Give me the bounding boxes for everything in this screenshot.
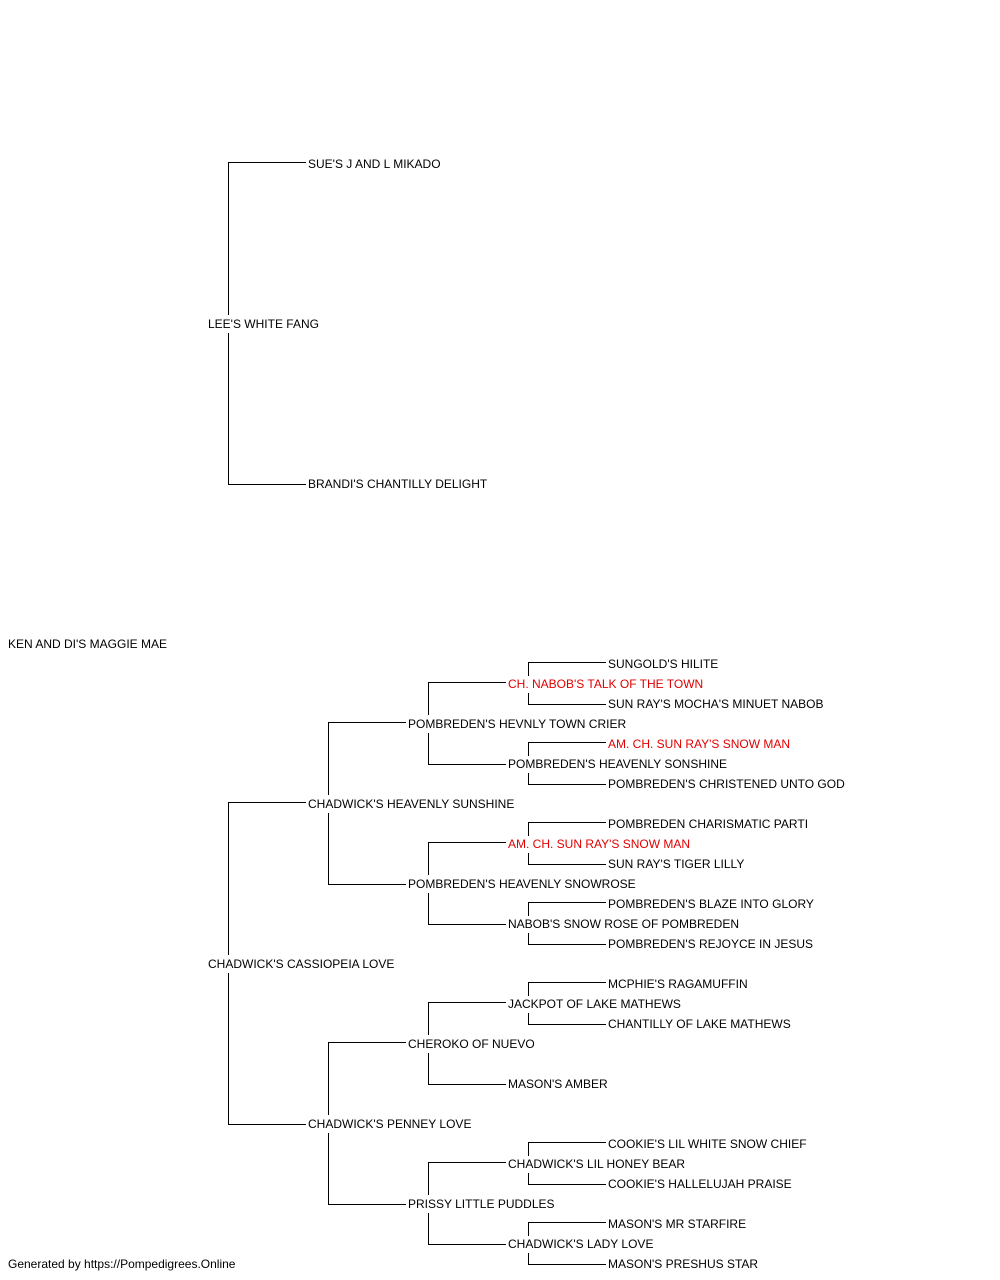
connector-line bbox=[528, 982, 529, 996]
connector-line bbox=[328, 1133, 329, 1205]
connector-line bbox=[228, 162, 306, 163]
connector-line bbox=[528, 662, 606, 663]
connector-line bbox=[228, 333, 229, 485]
dam-sire-name: CHADWICK'S HEAVENLY SUNSHINE bbox=[308, 797, 515, 811]
ancestor-name: MASON'S MR STARFIRE bbox=[608, 1217, 747, 1231]
connector-line bbox=[328, 813, 329, 885]
sire-dam-name: BRANDI'S CHANTILLY DELIGHT bbox=[308, 477, 488, 491]
connector-line bbox=[428, 682, 429, 715]
ancestor-name: SUN RAY'S TIGER LILLY bbox=[608, 857, 745, 871]
connector-line bbox=[428, 842, 429, 875]
connector-line bbox=[528, 704, 606, 705]
connector-line bbox=[528, 1142, 606, 1143]
ancestor-name: COOKIE'S LIL WHITE SNOW CHIEF bbox=[608, 1137, 807, 1151]
generated-by-link[interactable]: Generated by https://Pompedigrees.Online bbox=[8, 1257, 236, 1271]
ancestor-name: POMBREDEN'S HEAVENLY SONSHINE bbox=[508, 757, 728, 771]
connector-line bbox=[228, 973, 229, 1125]
connector-line bbox=[528, 1184, 606, 1185]
ancestor-name: CHADWICK'S LIL HONEY BEAR bbox=[508, 1157, 685, 1171]
ancestor-name: POMBREDEN'S HEAVENLY SNOWROSE bbox=[408, 877, 636, 891]
connector-line bbox=[528, 944, 606, 945]
connector-line bbox=[328, 1042, 329, 1115]
connector-line bbox=[428, 1084, 506, 1085]
ancestor-name: SUNGOLD'S HILITE bbox=[608, 657, 719, 671]
connector-line bbox=[528, 662, 529, 676]
champion-ancestor-name: CH. NABOB'S TALK OF THE TOWN bbox=[508, 677, 704, 691]
ancestor-name: MASON'S PRESHUS STAR bbox=[608, 1257, 759, 1271]
connector-line bbox=[528, 1173, 529, 1185]
subject-name: KEN AND DI'S MAGGIE MAE bbox=[8, 637, 167, 651]
connector-line bbox=[528, 853, 529, 865]
connector-line bbox=[228, 1124, 306, 1125]
ancestor-name: POMBREDEN'S HEVNLY TOWN CRIER bbox=[408, 717, 627, 731]
connector-line bbox=[428, 924, 506, 925]
connector-line bbox=[228, 802, 229, 955]
champion-ancestor-name: AM. CH. SUN RAY'S SNOW MAN bbox=[508, 837, 691, 851]
connector-line bbox=[528, 784, 606, 785]
connector-line bbox=[228, 484, 306, 485]
ancestor-name: CHADWICK'S LADY LOVE bbox=[508, 1237, 654, 1251]
connector-line bbox=[328, 1042, 406, 1043]
dam-dam-name: CHADWICK'S PENNEY LOVE bbox=[308, 1117, 472, 1131]
connector-line bbox=[528, 742, 529, 756]
connector-line bbox=[528, 933, 529, 945]
ancestor-name: MCPHIE'S RAGAMUFFIN bbox=[608, 977, 748, 991]
connector-line bbox=[528, 1013, 529, 1025]
connector-line bbox=[528, 1222, 529, 1236]
ancestor-name: POMBREDEN'S BLAZE INTO GLORY bbox=[608, 897, 814, 911]
connector-line bbox=[528, 1142, 529, 1156]
connector-line bbox=[528, 864, 606, 865]
connector-line bbox=[428, 682, 506, 683]
connector-line bbox=[528, 742, 606, 743]
connector-line bbox=[228, 802, 306, 803]
connector-line bbox=[428, 1002, 506, 1003]
ancestor-name: PRISSY LITTLE PUDDLES bbox=[408, 1197, 555, 1211]
ancestor-name: NABOB'S SNOW ROSE OF POMBREDEN bbox=[508, 917, 739, 931]
connector-line bbox=[528, 822, 529, 836]
connector-line bbox=[228, 162, 229, 315]
connector-line bbox=[328, 722, 406, 723]
connector-line bbox=[428, 1162, 506, 1163]
ancestor-name: CHANTILLY OF LAKE MATHEWS bbox=[608, 1017, 791, 1031]
connector-line bbox=[528, 1222, 606, 1223]
connector-line bbox=[528, 693, 529, 705]
connector-line bbox=[528, 1024, 606, 1025]
ancestor-name: CHEROKO OF NUEVO bbox=[408, 1037, 535, 1051]
connector-line bbox=[528, 902, 606, 903]
dam-name: CHADWICK'S CASSIOPEIA LOVE bbox=[208, 957, 395, 971]
connector-line bbox=[528, 822, 606, 823]
connector-line bbox=[528, 902, 529, 916]
connector-line bbox=[328, 1204, 406, 1205]
ancestor-name: POMBREDEN CHARISMATIC PARTI bbox=[608, 817, 809, 831]
ancestor-name: JACKPOT OF LAKE MATHEWS bbox=[508, 997, 681, 1011]
ancestor-name: SUN RAY'S MOCHA'S MINUET NABOB bbox=[608, 697, 824, 711]
connector-line bbox=[528, 1253, 529, 1265]
connector-line bbox=[428, 842, 506, 843]
champion-ancestor-name: AM. CH. SUN RAY'S SNOW MAN bbox=[608, 737, 791, 751]
connector-line bbox=[428, 1244, 506, 1245]
connector-line bbox=[428, 1053, 429, 1085]
connector-line bbox=[428, 1002, 429, 1035]
connector-line bbox=[428, 893, 429, 925]
connector-line bbox=[528, 773, 529, 785]
connector-line bbox=[528, 982, 606, 983]
connector-line bbox=[428, 1162, 429, 1195]
connector-line bbox=[428, 733, 429, 765]
ancestor-name: POMBREDEN'S REJOYCE IN JESUS bbox=[608, 937, 813, 951]
connector-line bbox=[328, 884, 406, 885]
sire-name: LEE'S WHITE FANG bbox=[208, 317, 319, 331]
ancestor-name: POMBREDEN'S CHRISTENED UNTO GOD bbox=[608, 777, 845, 791]
connector-line bbox=[328, 722, 329, 795]
sire-sire-name: SUE'S J AND L MIKADO bbox=[308, 157, 441, 171]
ancestor-name: MASON'S AMBER bbox=[508, 1077, 608, 1091]
connector-line bbox=[528, 1264, 606, 1265]
ancestor-name: COOKIE'S HALLELUJAH PRAISE bbox=[608, 1177, 792, 1191]
connector-line bbox=[428, 764, 506, 765]
connector-line bbox=[428, 1213, 429, 1245]
